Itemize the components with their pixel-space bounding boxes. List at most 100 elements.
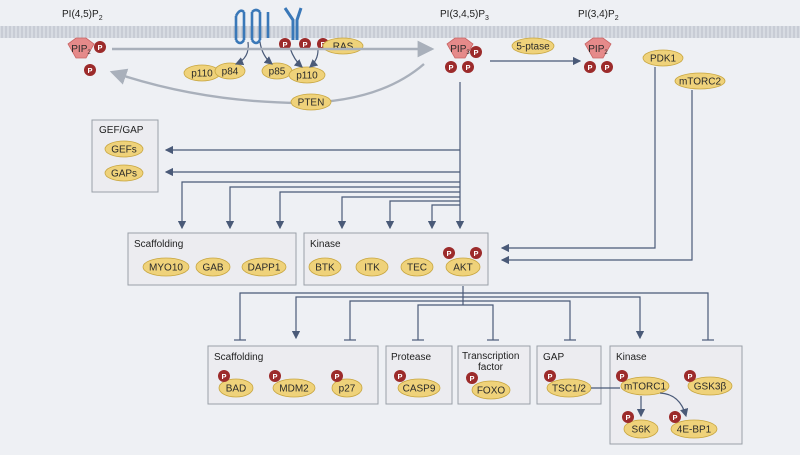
gefgap-header: GEF/GAP (99, 125, 144, 136)
itk-pill: ITK (355, 257, 389, 277)
kinase-bottom-box: Kinase mTORC1 P GSK3β P S6K P 4E-BP1 P (609, 345, 743, 445)
svg-text:mTORC2: mTORC2 (679, 77, 721, 88)
kinase-top-box: Kinase BTK ITK TEC AKT P P (303, 232, 489, 286)
svg-text:GEFs: GEFs (111, 145, 137, 156)
svg-text:GAP: GAP (543, 352, 564, 363)
tec-pill: TEC (400, 257, 434, 277)
svg-text:P: P (282, 40, 287, 49)
svg-text:P: P (446, 249, 451, 258)
svg-text:P: P (687, 372, 692, 381)
gpcr-receptor-icon (234, 8, 270, 45)
svg-text:P: P (97, 43, 102, 52)
svg-text:RAS: RAS (333, 42, 354, 53)
svg-text:BTK: BTK (315, 263, 335, 274)
gap-box: GAP TSC1/2 P (536, 345, 602, 405)
svg-text:4E-BP1: 4E-BP1 (677, 425, 712, 436)
svg-text:TEC: TEC (407, 263, 427, 274)
svg-text:factor: factor (478, 362, 504, 373)
mdm2-pill: MDM2 (272, 378, 316, 398)
pip2-node: PIP2 P P (67, 37, 106, 76)
svg-text:MDM2: MDM2 (279, 384, 309, 395)
svg-text:5-ptase: 5-ptase (516, 42, 550, 53)
p110-left-pill: p110 (183, 64, 221, 82)
svg-text:p84: p84 (222, 67, 239, 78)
akt-pill: AKT (445, 257, 481, 277)
svg-text:S6K: S6K (632, 425, 651, 436)
scaffolding-bottom-box: Scaffolding BAD P MDM2 P p27 P (207, 345, 379, 405)
svg-text:GAPs: GAPs (111, 169, 137, 180)
svg-text:GAB: GAB (202, 263, 223, 274)
svg-text:Kinase: Kinase (616, 352, 647, 363)
svg-text:P: P (547, 372, 552, 381)
svg-text:Scaffolding: Scaffolding (214, 352, 263, 363)
svg-text:GSK3β: GSK3β (694, 382, 727, 393)
p84-pill: p84 (214, 62, 246, 80)
svg-text:P: P (672, 413, 677, 422)
svg-text:P: P (619, 372, 624, 381)
pi34p2-node: PIP2 P P (584, 37, 613, 73)
svg-text:P: P (604, 63, 609, 72)
tsc12-pill: TSC1/2 (546, 378, 592, 398)
svg-text:BAD: BAD (226, 384, 247, 395)
svg-text:P: P (448, 63, 453, 72)
mtorc1-pill: mTORC1 (620, 376, 670, 396)
bad-pill: BAD (218, 378, 254, 398)
svg-text:P: P (334, 372, 339, 381)
svg-text:p110: p110 (296, 71, 318, 82)
4ebp1-pill: 4E-BP1 (670, 419, 718, 439)
pip2-label: PI(4,5)P2 (62, 9, 103, 22)
scaffolding-top-box: Scaffolding MYO10 GAB DAPP1 (127, 232, 297, 286)
svg-text:P: P (473, 48, 478, 57)
pi34p2-label: PI(3,4)P2 (578, 9, 619, 22)
protease-box: Protease CASP9 P (385, 345, 453, 405)
dapp1-pill: DAPP1 (241, 257, 287, 277)
svg-text:DAPP1: DAPP1 (248, 263, 281, 274)
svg-text:PTEN: PTEN (298, 98, 325, 109)
svg-text:P: P (221, 372, 226, 381)
p85-pill: p85 (261, 62, 293, 80)
svg-text:MYO10: MYO10 (149, 263, 183, 274)
svg-text:P: P (272, 372, 277, 381)
rtk-receptor-icon (283, 7, 303, 40)
transcription-factor-box: Transcription factor FOXO P (457, 345, 531, 405)
casp9-pill: CASP9 (397, 378, 441, 398)
gsk3b-pill: GSK3β (687, 376, 733, 396)
svg-text:mTORC1: mTORC1 (624, 382, 666, 393)
p110-right-pill: p110 (288, 66, 326, 84)
svg-text:PIP3: PIP3 (450, 44, 470, 56)
svg-text:FOXO: FOXO (477, 386, 506, 397)
pip3-label: PI(3,4,5)P3 (440, 9, 489, 22)
pdk1-pill: PDK1 (642, 49, 684, 67)
s6k-pill: S6K (623, 419, 659, 439)
svg-text:TSC1/2: TSC1/2 (552, 384, 586, 395)
svg-text:P: P (473, 249, 478, 258)
svg-text:Transcription: Transcription (462, 351, 519, 362)
pip3-node: PIP3 P P P (445, 37, 482, 73)
btk-pill: BTK (308, 257, 342, 277)
ras-pill: RAS (322, 37, 364, 55)
pten-pill: PTEN (290, 93, 332, 111)
gaps-pill: GAPs (104, 164, 144, 182)
svg-text:PIP2: PIP2 (71, 44, 91, 56)
svg-text:P: P (469, 374, 474, 383)
svg-text:P: P (302, 40, 307, 49)
gab-pill: GAB (195, 257, 231, 277)
svg-text:Kinase: Kinase (310, 239, 341, 250)
svg-text:p85: p85 (269, 67, 286, 78)
foxo-pill: FOXO (471, 380, 511, 400)
svg-text:p27: p27 (339, 384, 356, 395)
5-ptase-pill: 5-ptase (511, 37, 555, 55)
svg-text:PIP2: PIP2 (588, 44, 608, 56)
mtorc2-pill: mTORC2 (674, 72, 726, 90)
svg-text:ITK: ITK (364, 263, 380, 274)
svg-text:AKT: AKT (453, 263, 472, 274)
svg-text:Protease: Protease (391, 352, 431, 363)
p27-pill: p27 (331, 378, 363, 398)
svg-text:P: P (465, 63, 470, 72)
gefs-pill: GEFs (104, 140, 144, 158)
svg-text:CASP9: CASP9 (403, 384, 436, 395)
svg-text:P: P (587, 63, 592, 72)
myo10-pill: MYO10 (142, 257, 190, 277)
